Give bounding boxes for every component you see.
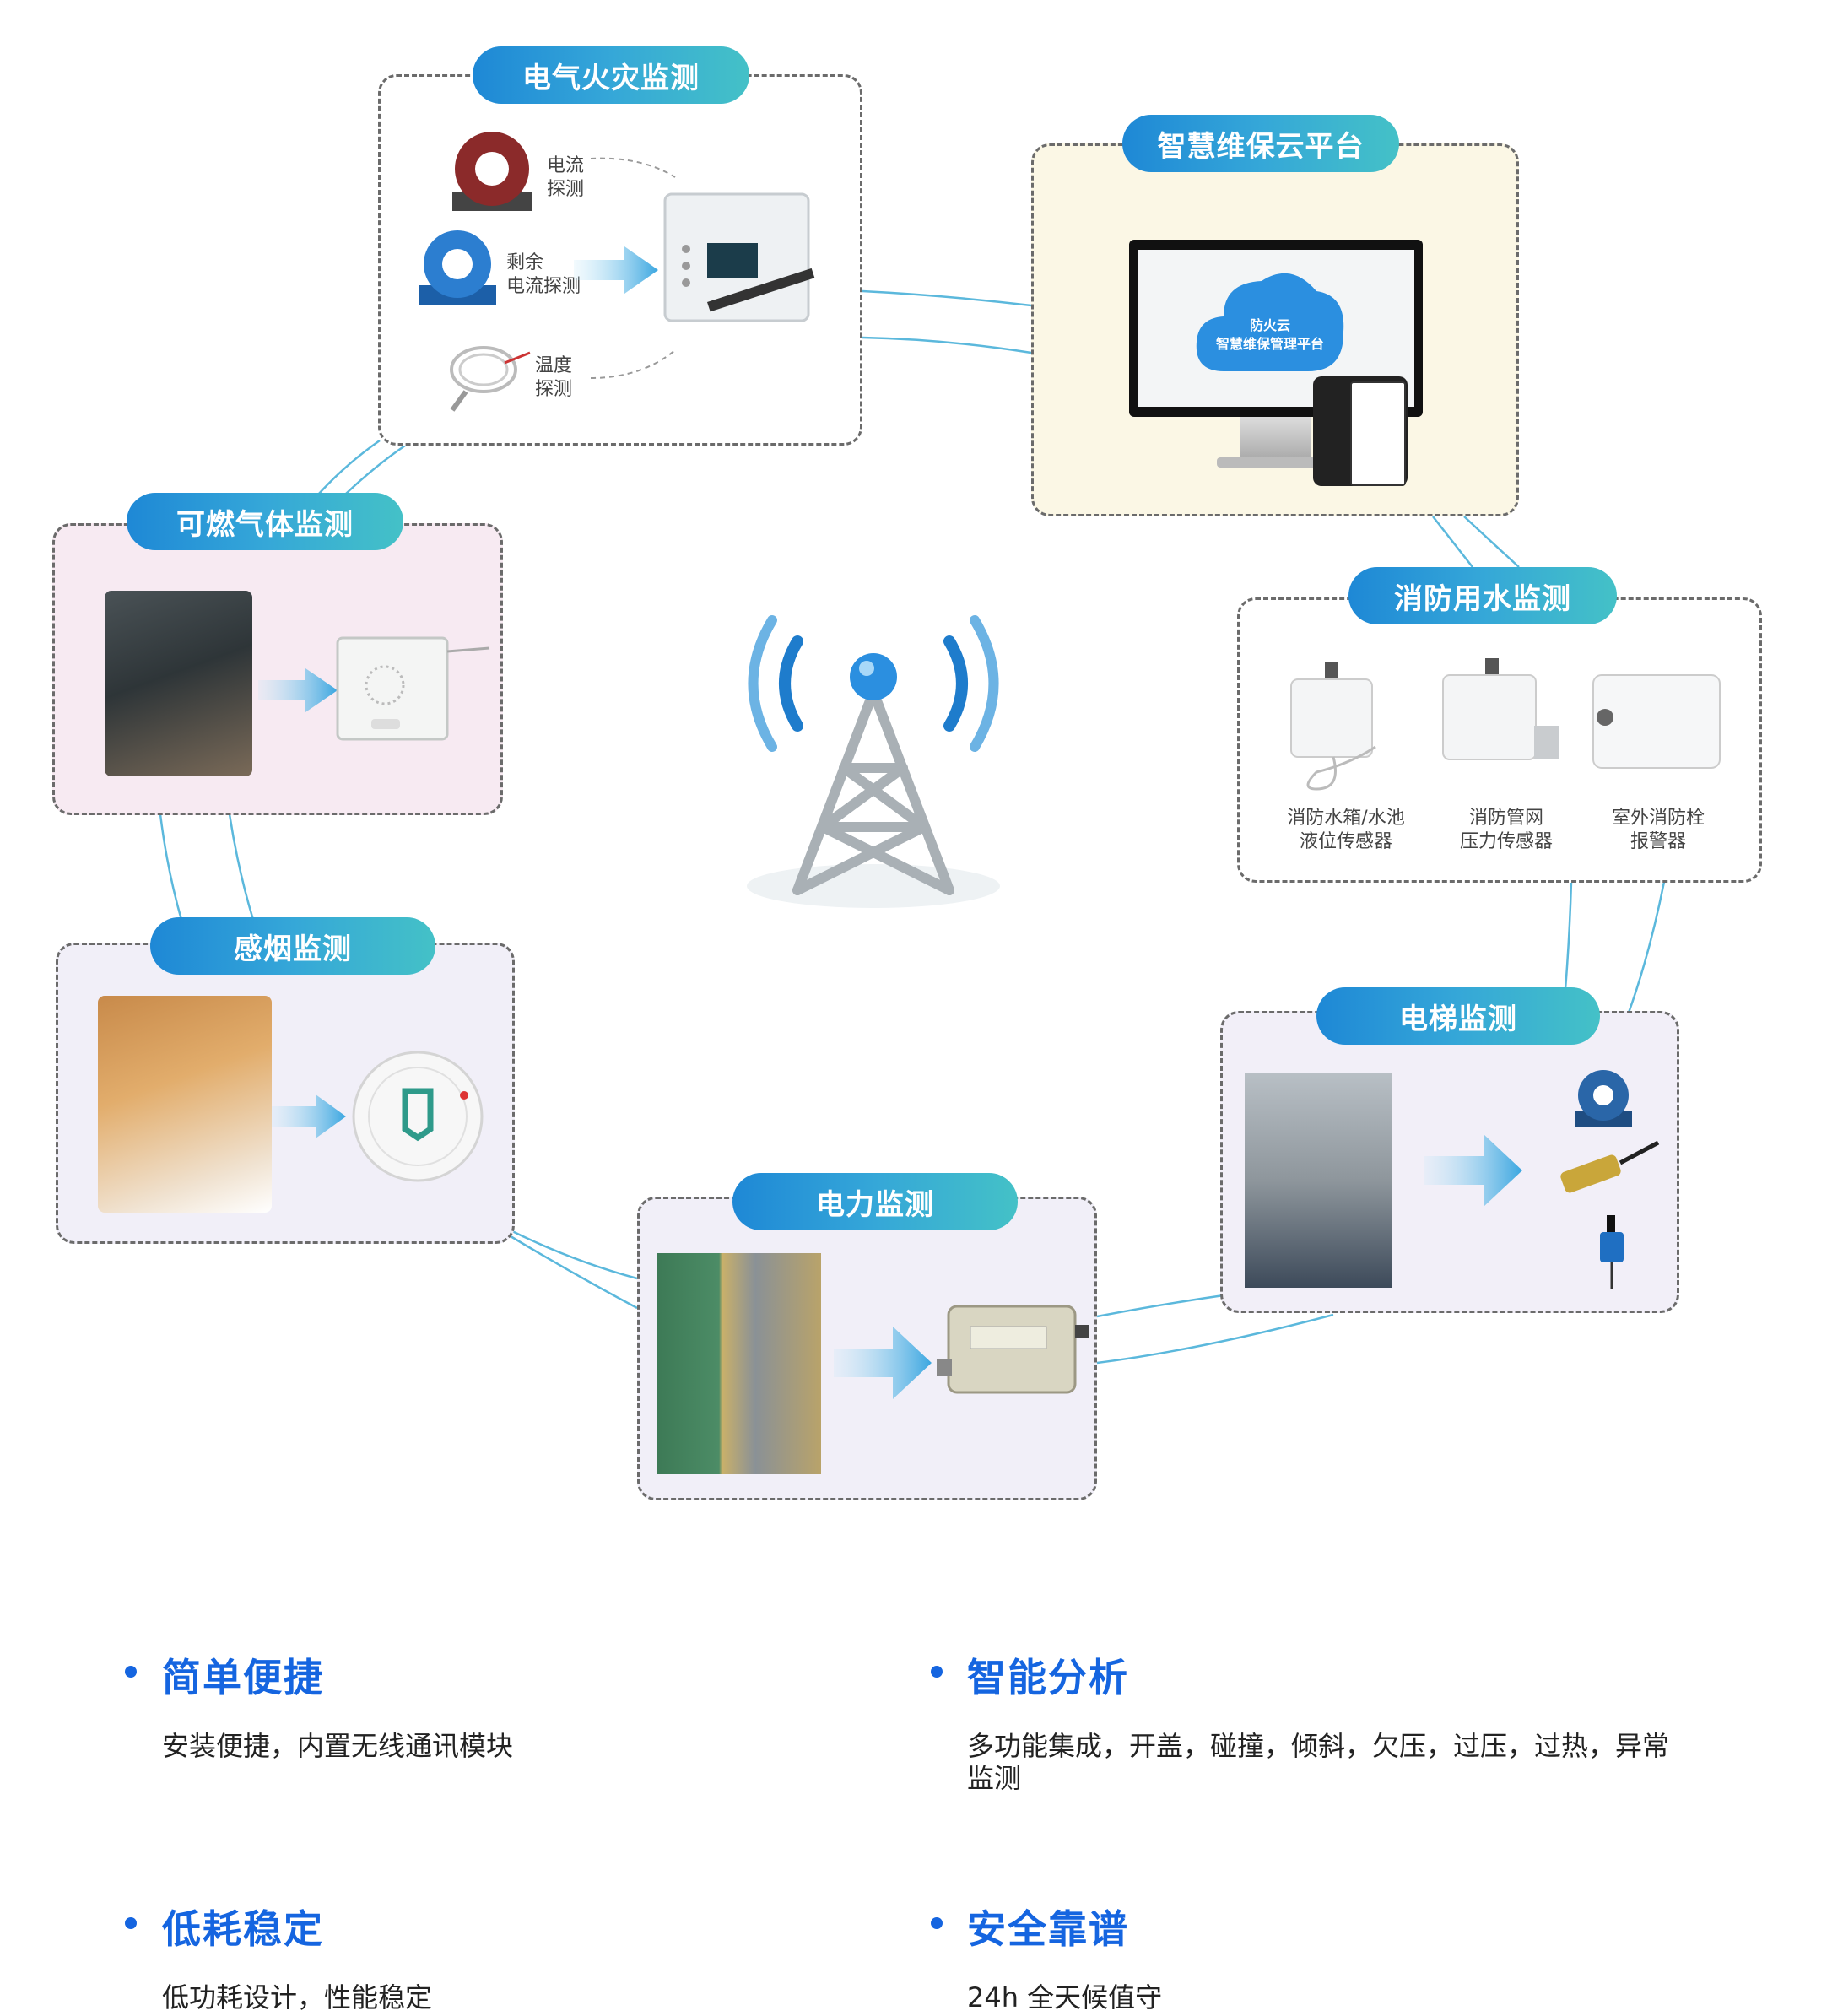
hydrant-alarm-label: 室外消防栓 报警器 bbox=[1611, 808, 1705, 852]
cloud-icon bbox=[1196, 273, 1344, 371]
link-electrical-cloud-1 bbox=[862, 289, 1032, 307]
arrow-right-icon bbox=[258, 668, 338, 712]
link-water-elevator-1 bbox=[1564, 881, 1573, 990]
link-smoke-power-1 bbox=[510, 1229, 638, 1280]
gas-pipeline-photo bbox=[105, 591, 252, 776]
arrow-right-icon bbox=[272, 1094, 346, 1138]
link-gas-smoke-2 bbox=[228, 813, 255, 921]
connection-lines bbox=[159, 289, 1666, 1365]
link-electrical-cloud-2 bbox=[862, 336, 1032, 354]
smoke-ceiling-photo bbox=[98, 996, 272, 1213]
feature-desc-3: 低功耗设计，性能稳定 bbox=[162, 1981, 433, 2013]
cloud-platform-title: 智慧维保云平台 bbox=[1122, 115, 1399, 172]
electrical-fire-detector-icon bbox=[663, 192, 815, 322]
temperature-probe-icon bbox=[450, 346, 531, 412]
pipe-pressure-sensor-label: 消防管网 压力传感器 bbox=[1459, 808, 1553, 852]
signal-tower-icon bbox=[747, 615, 1000, 908]
feature-bullet-3 bbox=[125, 1917, 137, 1929]
residual-current-probe-label: 剩余 电流探测 bbox=[506, 252, 581, 297]
gas-detector-icon bbox=[336, 636, 490, 741]
feature-title-4: 安全靠谱 bbox=[967, 1906, 1129, 1952]
cloud-text-1: 防火云 bbox=[1249, 317, 1290, 333]
feature-desc-4: 24h 全天候值守 bbox=[967, 1981, 1163, 2013]
hydrant-alarm-icon bbox=[1592, 674, 1721, 769]
switchgear-photo bbox=[657, 1253, 821, 1474]
arrow-right-icon bbox=[834, 1327, 932, 1399]
dashed-guides bbox=[590, 157, 676, 379]
feature-bullet-4 bbox=[931, 1917, 943, 1929]
arrow-right-icon bbox=[1424, 1134, 1522, 1207]
link-gas-smoke-1 bbox=[159, 813, 183, 921]
phone-screen bbox=[1350, 381, 1406, 486]
cloud-text-2: 智慧维保管理平台 bbox=[1215, 336, 1324, 352]
feature-title-3: 低耗稳定 bbox=[162, 1906, 324, 1952]
current-sensor-icon bbox=[452, 132, 532, 211]
feature-bullet-1 bbox=[125, 1666, 137, 1678]
link-smoke-power-2 bbox=[510, 1235, 638, 1310]
temperature-probe-label: 温度 探测 bbox=[535, 355, 573, 400]
water-level-sensor-label: 消防水箱/水池 液位传感器 bbox=[1287, 808, 1405, 852]
link-electrical-gas-1 bbox=[318, 439, 381, 495]
current-probe-label: 电流 探测 bbox=[547, 155, 585, 200]
monitor-base bbox=[1217, 457, 1335, 468]
link-cloud-water-2 bbox=[1463, 516, 1520, 568]
feature-desc-1: 安装便捷，内置无线通讯模块 bbox=[162, 1730, 514, 1762]
elevator-current-sensor-icon bbox=[1575, 1070, 1632, 1127]
feature-desc-2: 多功能集成，开盖，碰撞，倾斜，欠压，过压，过热，异常 监测 bbox=[967, 1730, 1670, 1794]
electrical-fire-title: 电气火灾监测 bbox=[473, 46, 749, 104]
residual-current-sensor-icon bbox=[419, 230, 496, 305]
pipe-pressure-sensor-icon bbox=[1442, 658, 1559, 760]
tilt-sensor-icon bbox=[1600, 1215, 1624, 1289]
link-cloud-water-1 bbox=[1432, 516, 1473, 568]
link-power-elevator-1 bbox=[1096, 1294, 1224, 1318]
arrow-right-icon bbox=[574, 246, 658, 294]
feature-bullet-2 bbox=[931, 1666, 943, 1678]
feature-title-1: 简单便捷 bbox=[162, 1655, 324, 1700]
smoke-detector-icon bbox=[352, 1051, 484, 1182]
monitor-stand bbox=[1240, 417, 1311, 459]
feature-title-2: 智能分析 bbox=[967, 1655, 1129, 1700]
link-water-elevator-2 bbox=[1627, 881, 1666, 1013]
power-title: 电力监测 bbox=[732, 1173, 1018, 1230]
elevator-title: 电梯监测 bbox=[1316, 987, 1600, 1045]
power-monitor-device-icon bbox=[937, 1305, 1089, 1394]
link-electrical-gas-2 bbox=[345, 444, 406, 495]
water-title: 消防用水监测 bbox=[1348, 567, 1617, 624]
smoke-title: 感烟监测 bbox=[150, 917, 435, 975]
elevator-lobby-photo bbox=[1245, 1073, 1392, 1288]
gas-title: 可燃气体监测 bbox=[127, 493, 403, 550]
link-power-elevator-2 bbox=[1096, 1313, 1334, 1365]
proximity-sensor-icon bbox=[1560, 1140, 1660, 1193]
water-level-sensor-icon bbox=[1290, 662, 1376, 791]
